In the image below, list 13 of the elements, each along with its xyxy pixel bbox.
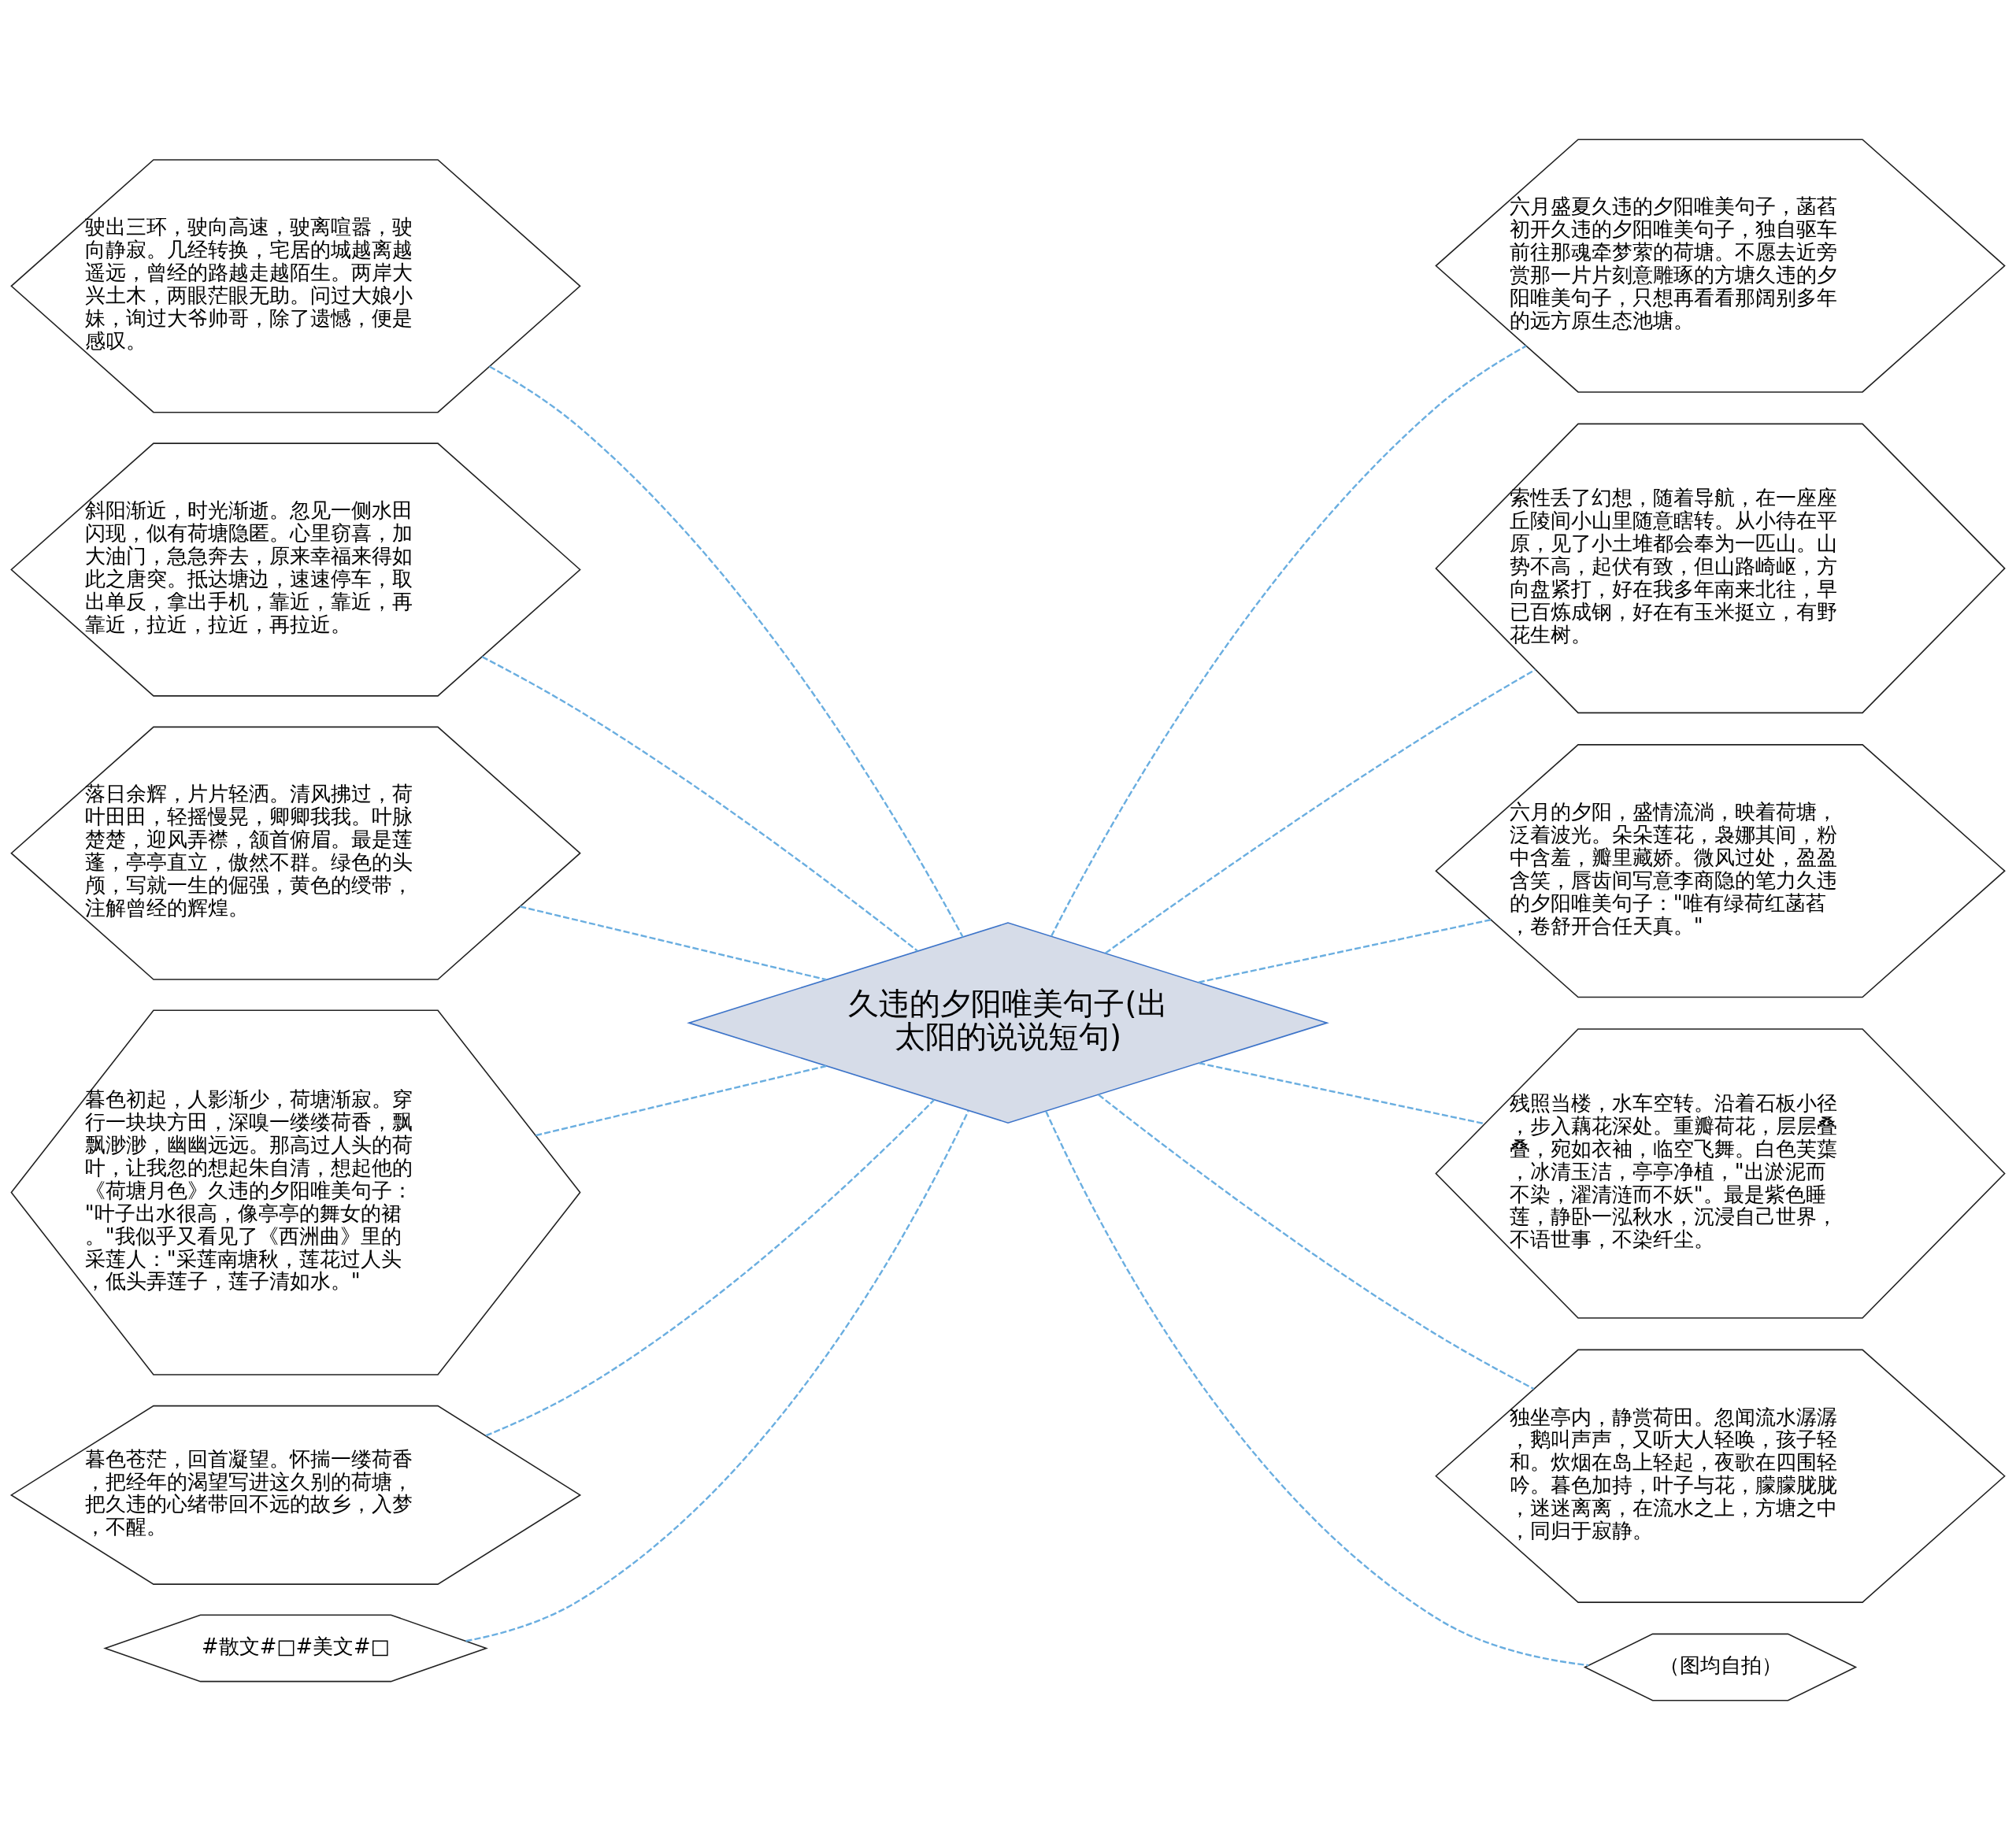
connector [465, 1110, 969, 1642]
connector [485, 1099, 936, 1437]
connector [1198, 919, 1492, 983]
node-diamond: 久违的夕阳唯美句子(出太阳的说说短句) [687, 922, 1329, 1124]
connector [1098, 1094, 1535, 1390]
connector [489, 365, 964, 938]
connector [1045, 1111, 1589, 1667]
connector [1105, 668, 1536, 954]
connector [1051, 345, 1527, 937]
connector [481, 656, 918, 952]
connector [520, 905, 827, 981]
connector [536, 1064, 827, 1137]
connector [1199, 1062, 1485, 1125]
